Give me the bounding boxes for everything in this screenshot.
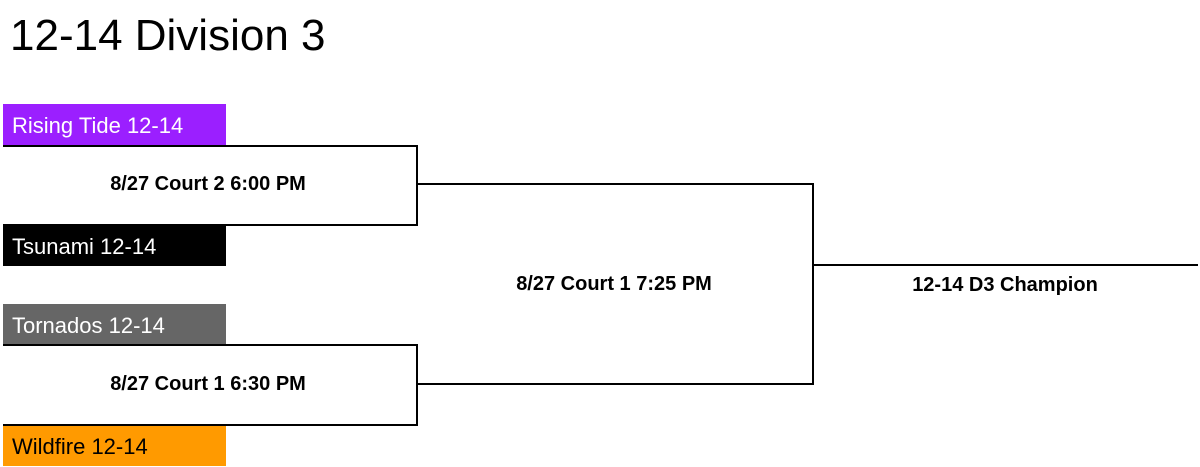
final-bottom-line <box>416 383 814 385</box>
semi2-vertical-line <box>416 344 418 426</box>
final-game-label: 8/27 Court 1 7:25 PM <box>516 273 712 295</box>
semi1-top-line <box>3 145 418 147</box>
semi1-game-label: 8/27 Court 2 6:00 PM <box>110 173 306 195</box>
champion-line <box>812 264 1198 266</box>
semi2-top-line <box>3 344 418 346</box>
semi1-bottom-line <box>3 224 418 226</box>
final-top-line <box>416 183 814 185</box>
team-tornados: Tornados 12-14 <box>3 304 226 345</box>
semi2-bottom-line <box>3 424 418 426</box>
champion-label: 12-14 D3 Champion <box>912 274 1098 296</box>
final-vertical-line <box>812 183 814 385</box>
team-wildfire: Wildfire 12-14 <box>3 425 226 466</box>
semi2-game-label: 8/27 Court 1 6:30 PM <box>110 373 306 395</box>
team-tsunami: Tsunami 12-14 <box>3 225 226 266</box>
bracket-title: 12-14 Division 3 <box>10 11 326 60</box>
semi1-vertical-line <box>416 145 418 226</box>
team-rising-tide: Rising Tide 12-14 <box>3 104 226 145</box>
